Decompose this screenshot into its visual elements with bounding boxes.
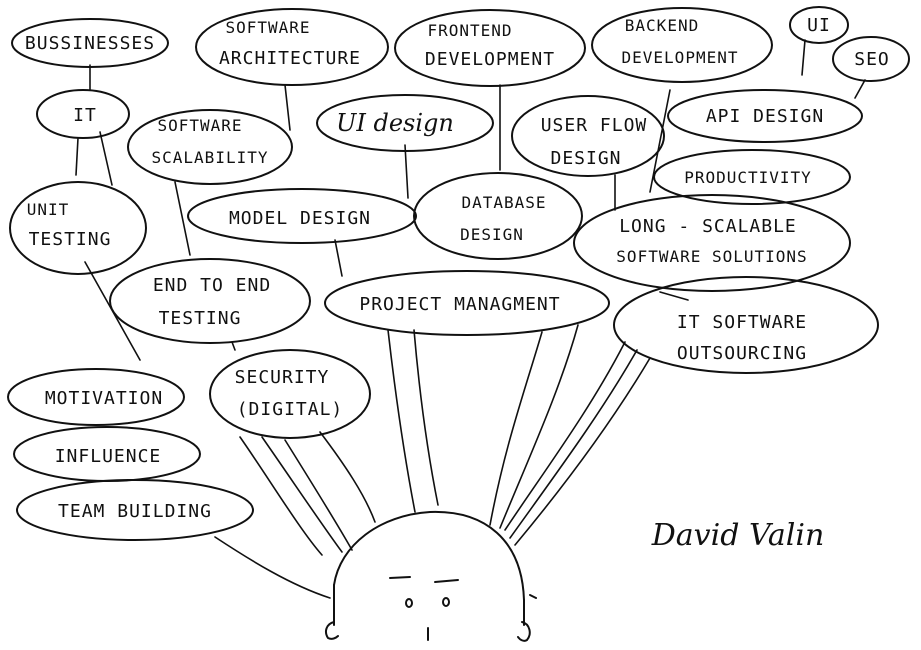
connector-project-head-2 [413, 329, 439, 506]
connector-outsourcing-head-2 [509, 349, 638, 539]
label-project-managment: PROJECT MANAGMENT [359, 294, 560, 315]
bubble-long-scalable-solutions [573, 194, 851, 292]
connector-it-unit-testing-2 [99, 131, 113, 186]
bubble-api-design [667, 89, 863, 143]
bubble-it-software-outsourcing [613, 276, 879, 374]
connector-it-unit-testing [75, 137, 79, 176]
connector-seo-api [854, 79, 866, 99]
hair-tick [529, 594, 537, 599]
label-unit-testing-2: TESTING [29, 229, 112, 250]
signature: David Valin [651, 518, 825, 553]
connector-teambuilding-head [214, 536, 331, 599]
label-team-building: TEAM BUILDING [58, 501, 212, 522]
label-security-1: SECURITY [235, 367, 330, 388]
label-api-design: API DESIGN [706, 106, 824, 127]
bubble-software-scalability [127, 109, 293, 185]
label-frontend-1: FRONTEND [427, 21, 512, 40]
bubble-software-architecture [195, 8, 389, 86]
bubble-database-design [413, 172, 583, 260]
label-end-to-end-1: END TO END [153, 275, 271, 296]
label-software-architecture-2: ARCHITECTURE [219, 48, 361, 69]
label-security-2: (DIGITAL) [237, 399, 344, 420]
connector-ui-api [801, 39, 806, 76]
bubble-frontend-development [394, 9, 586, 87]
label-frontend-2: DEVELOPMENT [425, 49, 555, 70]
connector-backend-longscalable [649, 89, 671, 193]
connector-project-head-1 [387, 329, 416, 513]
label-ui: UI [807, 15, 831, 36]
connector-lines [75, 39, 866, 599]
label-seo: SEO [854, 49, 890, 70]
label-it: IT [73, 105, 97, 126]
bubble-security-digital [209, 349, 371, 439]
label-software-architecture-1: SOFTWARE [225, 18, 310, 37]
label-long-scalable-2: SOFTWARE SOLUTIONS [616, 247, 807, 266]
bubble-labels: BUSSINESSES SOFTWARE ARCHITECTURE FRONTE… [25, 15, 890, 522]
label-database-design-2: DESIGN [460, 225, 524, 244]
connector-outsourcing-head-3 [514, 357, 651, 546]
label-productivity: PRODUCTIVITY [684, 168, 812, 187]
bubble-unit-testing [9, 181, 147, 275]
connector-security-head-3 [284, 439, 353, 551]
bubble-ui [789, 6, 849, 44]
bubble-project-managment [324, 270, 610, 336]
right-eyebrow [434, 579, 459, 583]
bubble-seo [832, 36, 910, 82]
label-software-scalability-2: SCALABILITY [152, 148, 269, 167]
label-bussinesses: BUSSINESSES [25, 33, 155, 54]
label-backend-2: DEVELOPMENT [622, 48, 739, 67]
bubble-user-flow-design [511, 95, 665, 177]
left-eye [405, 598, 413, 608]
label-unit-testing-1: UNIT [27, 200, 70, 219]
connector-model-project [334, 239, 343, 277]
connector-ui-design-model [404, 144, 409, 199]
label-user-flow-1: USER FLOW [541, 115, 648, 136]
connector-project-head-3 [489, 331, 543, 526]
label-model-design: MODEL DESIGN [229, 208, 371, 229]
label-user-flow-2: DESIGN [550, 148, 621, 169]
label-database-design-1: DATABASE [461, 193, 546, 212]
bubble-it [36, 89, 130, 139]
connector-outsourcing-head-1 [504, 341, 626, 531]
right-ear [517, 621, 531, 642]
connector-longscalable-outsourcing [659, 291, 689, 301]
connector-security-head-2 [261, 436, 343, 553]
label-it-outsourcing-2: OUTSOURCING [677, 343, 807, 364]
label-backend-1: BACKEND [625, 16, 699, 35]
label-end-to-end-2: TESTING [159, 308, 242, 329]
bubble-backend-development [591, 7, 773, 83]
connector-scalability-end-to-end [174, 181, 191, 256]
connector-security-head-4 [319, 431, 376, 523]
label-influence: INFLUENCE [55, 446, 162, 467]
label-software-scalability-1: SOFTWARE [157, 116, 242, 135]
right-eye [442, 597, 450, 607]
bubble-ui-design [316, 94, 494, 152]
bubble-motivation [7, 368, 185, 426]
left-ear [325, 621, 339, 640]
connector-architecture-scalability [284, 84, 291, 131]
connector-project-head-4 [499, 324, 579, 529]
label-it-outsourcing-1: IT SOFTWARE [677, 312, 807, 333]
connector-security-head-1 [239, 436, 323, 556]
bubble-team-building [16, 479, 254, 541]
label-motivation: MOTIVATION [45, 388, 163, 409]
bubble-shapes [7, 6, 910, 541]
label-ui-design: UI design [336, 109, 454, 137]
head-outline [333, 510, 525, 601]
left-eyebrow [389, 576, 411, 579]
bubble-bussinesses [11, 18, 169, 68]
head-drawing [325, 510, 537, 642]
bubble-productivity [653, 149, 851, 205]
label-long-scalable-1: LONG - SCALABLE [619, 216, 797, 237]
connector-end-to-end-security [231, 341, 236, 351]
bubble-end-to-end-testing [109, 258, 311, 344]
bubble-model-design [187, 188, 417, 244]
